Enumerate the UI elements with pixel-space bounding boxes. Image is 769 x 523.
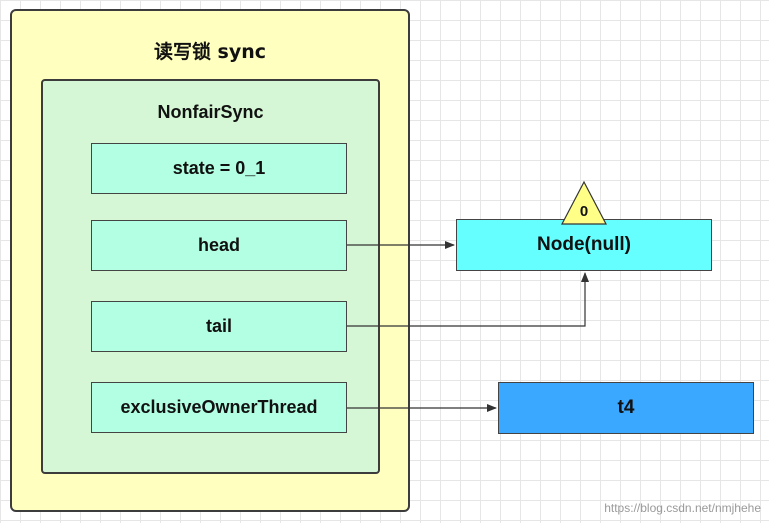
state-field: state = 0_1 [91, 143, 347, 194]
sync-title: 读写锁 sync [153, 41, 267, 63]
tail-field: tail [91, 301, 347, 352]
waitstatus-badge-label: 0 [580, 203, 588, 220]
node-null-box: Node(null) [456, 219, 712, 271]
thread-t4-box: t4 [498, 382, 754, 434]
tail-to-node-arrow [347, 272, 589, 327]
head-field: head [91, 220, 347, 271]
waitstatus-badge-triangle [561, 180, 607, 225]
exclusive-owner-thread-field: exclusiveOwnerThread [91, 382, 347, 433]
nonfair-sync-title: NonfairSync [157, 102, 264, 122]
footer-watermark-url: https://blog.csdn.net/nmjhehe [604, 501, 761, 515]
